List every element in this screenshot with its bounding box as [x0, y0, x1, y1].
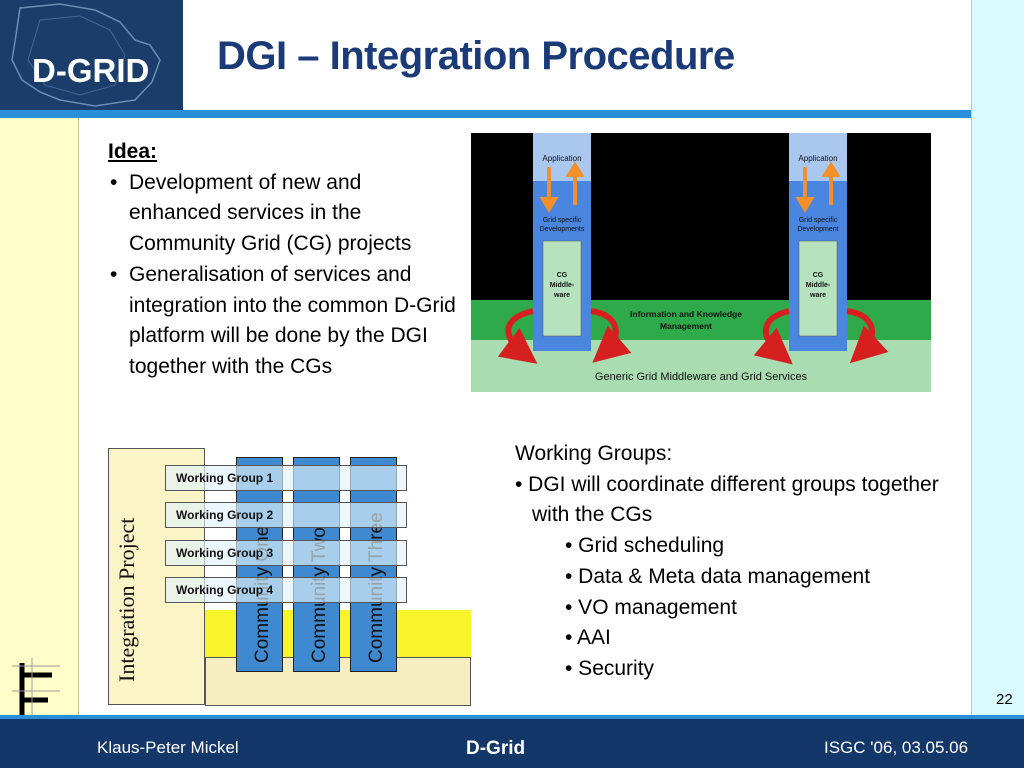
working-group-item: • AAI	[565, 626, 611, 650]
working-group-item: • VO management	[565, 595, 737, 619]
footer-event: ISGC '06, 03.05.06	[824, 738, 969, 757]
working-group-box: Working Group 3	[165, 540, 407, 566]
dgrid-logo-icon: D-GRID	[11, 3, 161, 107]
working-groups-intro: • DGI will coordinate different groups t…	[515, 472, 939, 527]
right-decor-strip	[971, 0, 1024, 715]
logo-text: D-GRID	[32, 52, 149, 89]
page-number: 22	[996, 691, 1013, 708]
header-divider	[0, 110, 971, 118]
working-groups-section: Working Groups: • DGI will coordinate di…	[515, 439, 965, 685]
left-decor-strip	[0, 118, 79, 718]
idea-section: Idea: Development of new and enhanced se…	[108, 137, 458, 383]
svg-text:Grid specific: Grid specific	[799, 217, 838, 224]
svg-text:Development: Development	[797, 226, 838, 233]
idea-heading: Idea:	[108, 140, 158, 163]
svg-text:Middle-: Middle-	[550, 282, 575, 289]
architecture-diagram: Application Grid specific Developments C…	[471, 133, 931, 392]
idea-bullet: Development of new and enhanced services…	[108, 168, 458, 260]
left-app-label: Application	[542, 154, 581, 163]
svg-text:CG: CG	[557, 272, 568, 279]
working-group-box: Working Group 1	[165, 465, 407, 491]
footer-bar	[0, 715, 1024, 768]
title-area	[183, 0, 971, 110]
idea-bullet: Generalisation of services and integrati…	[108, 260, 458, 383]
working-group-item: • Data & Meta data management	[565, 564, 871, 588]
svg-text:Grid specific: Grid specific	[543, 217, 582, 224]
integration-project-label: Integration Project	[114, 517, 139, 682]
working-group-box: Working Group 2	[165, 502, 407, 528]
svg-text:ware: ware	[809, 292, 826, 299]
generic-layer-label: Generic Grid Middleware and Grid Service…	[595, 371, 808, 383]
svg-text:CG: CG	[813, 272, 824, 279]
footer-center: D-Grid	[466, 738, 526, 759]
slide-title: DGI – Integration Procedure	[217, 34, 735, 78]
svg-text:ware: ware	[553, 292, 570, 299]
footer-author: Klaus-Peter Mickel	[97, 738, 239, 757]
svg-text:Developments: Developments	[540, 226, 585, 233]
working-group-box: Working Group 4	[165, 577, 407, 603]
svg-text:Middle-: Middle-	[806, 282, 831, 289]
svg-text:Management: Management	[660, 321, 712, 331]
logo: D-GRID	[0, 0, 183, 110]
f-mark-icon	[12, 658, 60, 718]
working-group-item: • Security	[565, 656, 655, 680]
working-group-item: • Grid scheduling	[565, 534, 725, 558]
right-app-label: Application	[798, 154, 837, 163]
working-groups-heading: Working Groups:	[515, 442, 673, 465]
svg-text:Information and Knowledge: Information and Knowledge	[630, 309, 742, 319]
